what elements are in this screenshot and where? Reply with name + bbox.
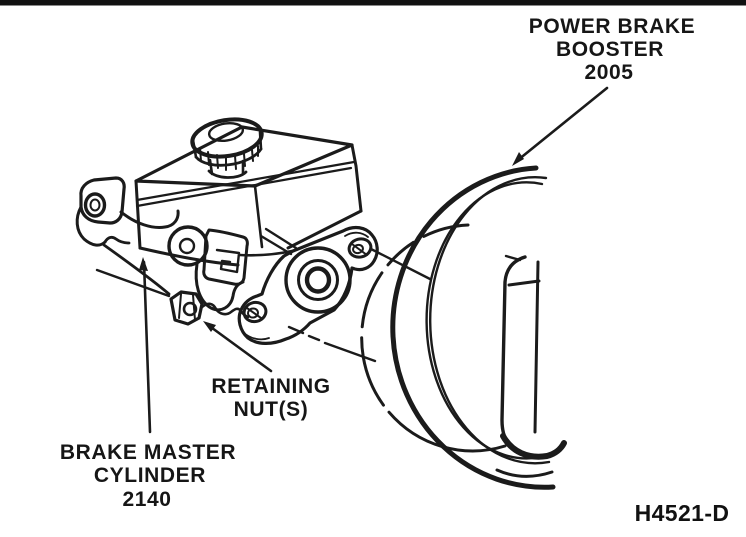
cylinder-body — [102, 227, 298, 319]
retaining-nut-arrow — [203, 321, 273, 373]
outlet-port — [167, 225, 209, 267]
retaining-nut — [95, 268, 204, 326]
figure-code: H4521-D — [635, 500, 730, 526]
lower-stud-hole — [242, 300, 268, 324]
cylinder-front-boss — [75, 176, 180, 247]
casting-lobe — [194, 262, 245, 312]
page-top-rule — [0, 0, 746, 6]
label-brake-master-cylinder-line2: CYLINDER — [94, 464, 206, 487]
label-power-brake-booster-line1: POWER BRAKE — [529, 15, 695, 38]
reservoir-cap — [190, 117, 264, 179]
brake-master-cylinder-drawing — [75, 117, 432, 363]
upper-stud-line — [369, 247, 432, 281]
booster-bottom-rim — [495, 468, 554, 478]
label-retaining-nuts-line2: NUT(S) — [234, 398, 309, 421]
callout-arrows — [139, 86, 609, 434]
label-brake-master-cylinder: BRAKE MASTER CYLINDER 2140 — [60, 441, 236, 511]
booster-hub-panel — [500, 254, 567, 460]
label-brake-master-cylinder-line1: BRAKE MASTER — [60, 441, 236, 464]
master-cylinder-arrow — [139, 257, 152, 434]
booster-seam-inner — [425, 181, 547, 460]
label-power-brake-booster: POWER BRAKE BOOSTER 2005 — [529, 15, 695, 84]
booster-seam-outer — [429, 176, 551, 465]
power-brake-booster-drawing — [360, 165, 567, 490]
label-brake-master-cylinder-part-number: 2140 — [122, 488, 171, 511]
lower-stud-centerline — [287, 325, 377, 363]
switch-bracket — [202, 228, 249, 286]
booster-face-edge — [360, 223, 507, 453]
upper-stud-hole — [347, 237, 373, 259]
mounting-flange — [237, 225, 379, 345]
booster-outer-shell — [390, 165, 556, 490]
label-power-brake-booster-part-number: 2005 — [584, 61, 633, 84]
label-retaining-nuts: RETAINING NUT(S) — [211, 375, 330, 421]
reservoir — [134, 125, 363, 267]
label-power-brake-booster-line2: BOOSTER — [556, 38, 664, 61]
label-retaining-nuts-line1: RETAINING — [211, 375, 330, 398]
booster-arrow — [512, 86, 609, 166]
